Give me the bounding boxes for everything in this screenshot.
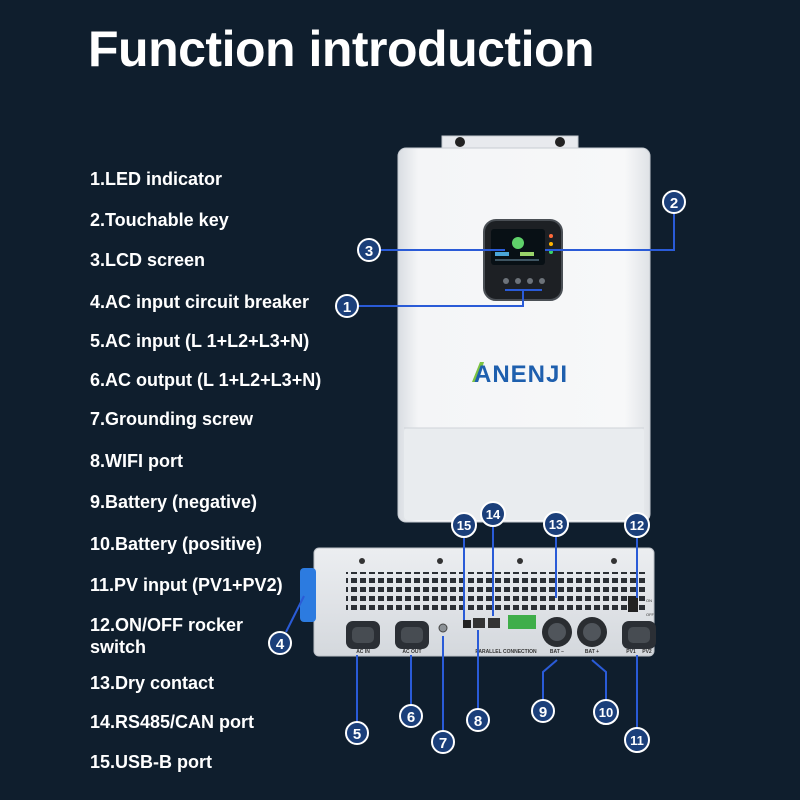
svg-text:10: 10 bbox=[599, 705, 613, 720]
mount-hole bbox=[455, 137, 465, 147]
svg-text:13: 13 bbox=[549, 517, 563, 532]
leader-line-1 bbox=[357, 289, 542, 307]
bat-neg-label: BAT − bbox=[550, 649, 564, 655]
screw bbox=[437, 558, 443, 564]
feature-item: 10.Battery (positive) bbox=[90, 534, 263, 554]
svg-text:14: 14 bbox=[486, 507, 501, 522]
ac-in-label: AC IN bbox=[356, 649, 370, 655]
feature-item: 4.AC input circuit breaker bbox=[90, 292, 310, 312]
callouts: 1 2 3 4 5 6 7 8 9 10 11 12 13 14 15 bbox=[268, 190, 686, 754]
lcd-icon bbox=[512, 237, 524, 249]
parallel-connection-label: PARALLEL CONNECTION bbox=[475, 649, 537, 655]
logo-mark bbox=[472, 362, 484, 382]
callout-6: 6 bbox=[399, 704, 423, 728]
callout-11: 11 bbox=[624, 727, 650, 753]
dry-contact-terminal bbox=[508, 615, 536, 629]
touch-key bbox=[503, 278, 509, 284]
leader-line-4 bbox=[285, 595, 305, 633]
feature-item: 15.USB-B port bbox=[90, 752, 213, 772]
feature-item: 8.WIFI port bbox=[90, 451, 183, 471]
svg-text:6: 6 bbox=[407, 709, 415, 726]
leader-line-10 bbox=[591, 659, 607, 700]
lcd-bar bbox=[495, 259, 539, 261]
callout-7: 7 bbox=[431, 730, 455, 754]
touch-key bbox=[515, 278, 521, 284]
svg-text:5: 5 bbox=[353, 726, 361, 743]
lcd-bar bbox=[520, 252, 534, 256]
svg-text:3: 3 bbox=[365, 243, 373, 260]
svg-text:9: 9 bbox=[539, 704, 547, 721]
feature-item: 12.ON/OFF rocker switch bbox=[90, 615, 244, 657]
side-handle bbox=[300, 568, 316, 622]
leader-lines bbox=[285, 212, 675, 730]
svg-text:4: 4 bbox=[276, 636, 285, 653]
callout-1: 1 bbox=[335, 294, 359, 318]
pv2-label: PV2 bbox=[642, 649, 652, 655]
pv1-label: PV1 bbox=[626, 649, 636, 655]
callout-10: 10 bbox=[593, 699, 619, 725]
brand-logo: ANENJI bbox=[472, 361, 568, 388]
svg-text:15: 15 bbox=[457, 518, 471, 533]
callout-2: 2 bbox=[662, 190, 686, 214]
rs485-can-port bbox=[488, 618, 500, 628]
lower-panel bbox=[404, 428, 644, 520]
svg-text:2: 2 bbox=[670, 195, 678, 212]
feature-item: 13.Dry contact bbox=[90, 673, 215, 693]
led-indicator bbox=[549, 242, 553, 246]
inverter-front: ANENJI bbox=[397, 135, 651, 523]
feature-item: 6.AC output (L 1+L2+L3+N) bbox=[90, 370, 322, 390]
callout-14: 14 bbox=[480, 501, 506, 527]
svg-text:11: 11 bbox=[630, 733, 644, 748]
switch-on-label: ON bbox=[646, 598, 652, 603]
touch-key bbox=[539, 278, 545, 284]
inverter-bottom: AC IN AC OUT PARALLEL CONNECTION BAT − B… bbox=[300, 547, 656, 657]
svg-text:8: 8 bbox=[474, 713, 482, 730]
page-title: Function introduction bbox=[88, 21, 595, 77]
feature-item: 3.LCD screen bbox=[90, 250, 206, 270]
leader-line-9 bbox=[542, 659, 558, 700]
screw bbox=[517, 558, 523, 564]
feature-item: 14.RS485/CAN port bbox=[90, 712, 255, 732]
feature-item: 1.LED indicator bbox=[90, 169, 223, 189]
callout-5: 5 bbox=[345, 721, 369, 745]
led-indicator bbox=[549, 234, 553, 238]
touch-key bbox=[527, 278, 533, 284]
rocker-switch bbox=[628, 596, 638, 612]
lcd-bar bbox=[495, 252, 509, 256]
ground-screw bbox=[438, 623, 448, 633]
brand-name: ANENJI bbox=[474, 361, 568, 388]
usb-b-port bbox=[463, 620, 471, 628]
feature-item: 5.AC input (L 1+L2+L3+N) bbox=[90, 331, 310, 351]
callout-3: 3 bbox=[357, 238, 381, 262]
feature-item: 11.PV input (PV1+PV2) bbox=[90, 575, 283, 595]
feature-item: 9.Battery (negative) bbox=[90, 492, 258, 512]
ac-out-label: AC OUT bbox=[402, 649, 421, 655]
svg-text:12: 12 bbox=[630, 518, 644, 533]
wifi-port bbox=[473, 618, 485, 628]
feature-item: 7.Grounding screw bbox=[90, 409, 254, 429]
svg-text:7: 7 bbox=[439, 735, 447, 752]
screw bbox=[359, 558, 365, 564]
callout-12: 12 bbox=[624, 512, 650, 538]
callout-4: 4 bbox=[268, 631, 292, 655]
feature-item: 2.Touchable key bbox=[90, 210, 229, 230]
callout-13: 13 bbox=[543, 511, 569, 537]
screw bbox=[611, 558, 617, 564]
bat-pos-label: BAT + bbox=[585, 649, 599, 655]
callout-9: 9 bbox=[531, 699, 555, 723]
callout-15: 15 bbox=[451, 512, 477, 538]
callout-8: 8 bbox=[466, 708, 490, 732]
svg-text:1: 1 bbox=[343, 299, 351, 316]
switch-off-label: OFF bbox=[646, 612, 655, 617]
leader-line-2 bbox=[545, 212, 675, 251]
mount-hole bbox=[555, 137, 565, 147]
vent-grille bbox=[346, 572, 648, 612]
